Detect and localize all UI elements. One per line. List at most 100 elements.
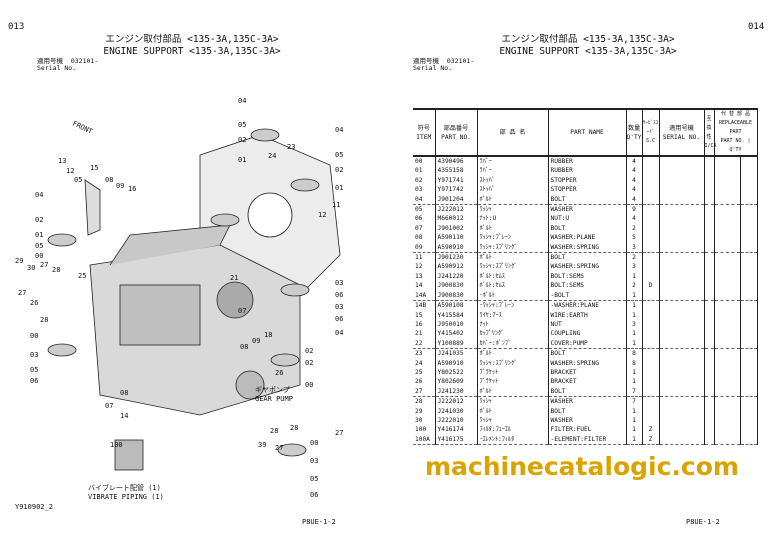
cell-part-no: J241030: [434, 406, 477, 416]
cell-repl-qty: [739, 348, 758, 359]
callout-label: 01: [35, 231, 43, 239]
cell-repl-qty: [739, 358, 758, 368]
cell-name-jp: ﾜｯｼｬ:ｽﾌﾟﾘﾝｸﾞ: [476, 242, 548, 253]
cell-ica: [703, 223, 714, 234]
cell-serial: [658, 300, 704, 311]
serial-value: 032101-: [70, 57, 99, 65]
callout-label: 00: [30, 332, 38, 340]
cell-ica: [703, 290, 714, 301]
cell-part-name: -WASHER:PLANE: [547, 300, 626, 311]
cell-item: 25: [415, 368, 423, 376]
cell-name-jp: ｽﾄｯﾊﾟ: [476, 175, 548, 186]
cell-part-no: J901002: [434, 223, 477, 234]
cell-item: 30: [415, 416, 423, 424]
cell-repl-part: [713, 223, 740, 234]
cell-sc: [641, 319, 659, 330]
cell-part-name: RUBBER: [547, 156, 626, 167]
cell-ica: [703, 185, 714, 195]
cell-name-jp: ﾜｯｼｬ: [476, 204, 548, 215]
cell-repl-part: [713, 406, 740, 416]
cell-sc: [641, 194, 659, 205]
left-title-en: ENGINE SUPPORT <135-3A,135C-3A>: [103, 46, 281, 57]
cell-part-name: BOLT: [547, 406, 626, 416]
cell-item: 08: [415, 234, 423, 242]
cell-ica: [703, 425, 714, 435]
cell-name-jp: ｶｯﾌﾟﾘﾝｸﾞ: [476, 329, 548, 339]
cell-qty: 1: [625, 329, 642, 339]
cell-part-name: WASHER:SPRING: [547, 358, 626, 368]
cell-qty: 2: [625, 252, 642, 263]
cell-item: 26: [415, 378, 423, 386]
cell-qty: 4: [625, 156, 642, 167]
cell-repl-qty: [739, 367, 758, 378]
callout-label: 03: [335, 279, 343, 287]
cell-repl-part: [713, 166, 740, 176]
cell-name-jp: ﾜｯｼｬ:ｽﾌﾟﾘﾝｸﾞ: [476, 358, 548, 368]
callout-label: 12: [66, 167, 74, 175]
cell-part-no: Y802609: [434, 377, 477, 387]
callout-label: 08: [105, 176, 113, 184]
cell-repl-part: [713, 204, 740, 215]
cell-sc: [641, 415, 659, 426]
callout-label: 05: [335, 151, 343, 159]
cell-part-no: A590912: [434, 262, 477, 272]
doc-id: Y910902_2: [15, 503, 53, 511]
cell-ica: [703, 329, 714, 339]
cell-ica: [703, 156, 714, 167]
cell-ica: [703, 367, 714, 378]
callout-label: 15: [90, 164, 98, 172]
cell-name-jp: ﾜｯｼｬ:ﾌﾟﾚｰﾝ: [476, 233, 548, 243]
cell-name-jp: ･ﾎﾞﾙﾄ: [476, 290, 548, 301]
cell-part-name: BOLT: [547, 223, 626, 234]
callout-label: 00: [310, 439, 318, 447]
cell-repl-qty: [739, 156, 758, 167]
cell-ica: [703, 252, 714, 263]
callout-label: 06: [335, 315, 343, 323]
callout-label: 14: [120, 412, 128, 420]
cell-serial: [658, 281, 704, 291]
cell-serial: [658, 348, 704, 359]
cell-item: 09: [415, 243, 423, 251]
cell-name-jp: ﾜｲﾔ:ｱｰｽ: [476, 310, 548, 320]
cell-name-jp: ﾎﾞﾙﾄ: [476, 348, 548, 359]
cell-serial: [658, 386, 704, 397]
gear-pump-label-en: GEAR PUMP: [255, 395, 293, 403]
callout-label: 07: [238, 307, 246, 315]
cell-item: 04: [415, 195, 423, 203]
callout-label: 04: [35, 191, 43, 199]
cell-item: 28: [413, 396, 435, 407]
cell-repl-part: [713, 310, 740, 320]
cell-repl-qty: [739, 175, 758, 186]
cell-name-jp: ﾗﾊﾞｰ: [476, 166, 548, 176]
cell-part-name: NUT:U: [547, 214, 626, 224]
callout-label: 09: [116, 182, 124, 190]
cell-qty: 8: [625, 358, 642, 368]
cell-sc: Z: [641, 434, 659, 446]
cell-item: 100A: [413, 434, 435, 446]
cell-repl-qty: [739, 166, 758, 176]
cell-item: 00: [415, 158, 423, 165]
callout-label: 03: [30, 351, 38, 359]
cell-serial: [658, 319, 704, 330]
cell-part-no: J222012: [434, 204, 477, 215]
cell-serial: [658, 338, 704, 349]
cell-repl-qty: [739, 194, 758, 205]
cell-repl-part: [713, 233, 740, 243]
cell-serial: [658, 406, 704, 416]
callout-label: 01: [335, 184, 343, 192]
callout-label: 27: [275, 444, 283, 452]
col-name-jp: 部 品 名: [476, 108, 548, 157]
cell-item: 14A: [415, 291, 427, 299]
cell-part-no: A590910: [434, 242, 477, 253]
cell-repl-qty: [739, 338, 758, 349]
cell-repl-part: [713, 358, 740, 368]
